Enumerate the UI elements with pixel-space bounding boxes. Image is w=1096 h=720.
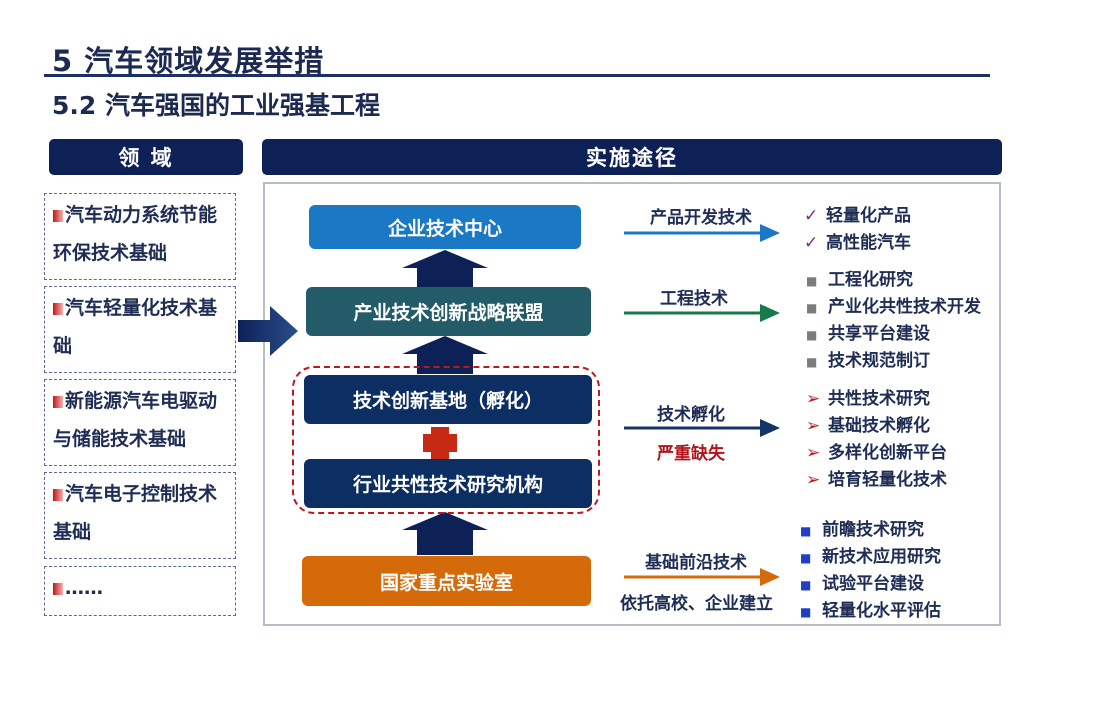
gray-square-icon: ■ xyxy=(806,328,818,342)
list-item: ➢基础技术孵化 xyxy=(806,413,947,440)
arrow-frontier xyxy=(624,568,780,586)
blue-square-icon: ■ xyxy=(800,605,812,619)
label-incubation-note: 严重缺失 xyxy=(657,444,725,464)
list-item: ■技术规范制订 xyxy=(806,348,981,375)
arrowhead-bullet-icon: ➢ xyxy=(806,470,821,490)
node-innovation-base: 技术创新基地（孵化） xyxy=(304,375,592,424)
field-item-powertrain: 汽车动力系统节能环保技术基础 xyxy=(44,193,236,280)
field-header: 领 域 xyxy=(49,139,243,175)
field-item-electronic-control: 汽车电子控制技术基础 xyxy=(44,472,236,559)
list-item: ➢培育轻量化技术 xyxy=(806,467,947,494)
arrow-product-dev xyxy=(624,224,780,242)
page-subtitle: 5.2 汽车强国的工业强基工程 xyxy=(52,91,380,120)
outcome-list-incubation: ➢共性技术研究 ➢基础技术孵化 ➢多样化创新平台 ➢培育轻量化技术 xyxy=(806,386,947,494)
red-bullet-icon xyxy=(53,396,63,408)
check-icon: ✓ xyxy=(804,233,819,253)
list-item: ■产业化共性技术开发 xyxy=(806,294,981,321)
outcome-list-product: ✓轻量化产品 ✓高性能汽车 xyxy=(804,203,911,257)
arrowhead-bullet-icon: ➢ xyxy=(806,389,821,409)
incubation-group-outline xyxy=(292,366,600,514)
list-item: ✓轻量化产品 xyxy=(804,203,911,230)
field-item-more: …… xyxy=(44,566,236,616)
gray-square-icon: ■ xyxy=(806,274,818,288)
fields-to-path-arrow xyxy=(238,306,298,356)
node-enterprise-center: 企业技术中心 xyxy=(309,205,581,249)
arrowhead-bullet-icon: ➢ xyxy=(806,443,821,463)
arrowhead-bullet-icon: ➢ xyxy=(806,416,821,436)
red-bullet-icon xyxy=(53,489,63,501)
title-divider xyxy=(44,74,990,77)
label-engineering: 工程技术 xyxy=(660,289,728,309)
label-product-dev: 产品开发技术 xyxy=(650,208,752,228)
red-bullet-icon xyxy=(53,210,63,222)
list-item: ■工程化研究 xyxy=(806,267,981,294)
up-arrow-base xyxy=(402,336,488,374)
label-frontier-note: 依托高校、企业建立 xyxy=(620,594,773,614)
arrow-engineering xyxy=(624,304,780,322)
list-item: ✓高性能汽车 xyxy=(804,230,911,257)
outcome-list-engineering: ■工程化研究 ■产业化共性技术开发 ■共享平台建设 ■技术规范制订 xyxy=(806,267,981,375)
gray-square-icon: ■ xyxy=(806,301,818,315)
blue-square-icon: ■ xyxy=(800,524,812,538)
field-item-new-energy: 新能源汽车电驱动与储能技术基础 xyxy=(44,379,236,466)
label-incubation: 技术孵化 xyxy=(657,405,725,425)
list-item: ➢共性技术研究 xyxy=(806,386,947,413)
list-item: ■轻量化水平评估 xyxy=(800,598,941,625)
node-national-lab: 国家重点实验室 xyxy=(302,556,591,606)
red-bullet-icon xyxy=(53,303,63,315)
path-header: 实施途径 xyxy=(262,139,1002,175)
red-bullet-icon xyxy=(53,583,63,595)
blue-square-icon: ■ xyxy=(800,551,812,565)
arrow-incubation xyxy=(624,419,780,437)
up-arrow-lab xyxy=(402,512,488,555)
list-item: ■新技术应用研究 xyxy=(800,544,941,571)
outcome-list-frontier: ■前瞻技术研究 ■新技术应用研究 ■试验平台建设 ■轻量化水平评估 xyxy=(800,517,941,625)
path-frame xyxy=(263,182,1001,626)
node-industry-alliance: 产业技术创新战略联盟 xyxy=(306,287,591,336)
list-item: ■试验平台建设 xyxy=(800,571,941,598)
gray-square-icon: ■ xyxy=(806,355,818,369)
node-common-tech-institute: 行业共性技术研究机构 xyxy=(304,459,592,508)
field-item-lightweight: 汽车轻量化技术基础 xyxy=(44,286,236,373)
label-frontier: 基础前沿技术 xyxy=(645,553,747,573)
list-item: ➢多样化创新平台 xyxy=(806,440,947,467)
list-item: ■共享平台建设 xyxy=(806,321,981,348)
up-arrow-alliance xyxy=(402,250,488,288)
list-item: ■前瞻技术研究 xyxy=(800,517,941,544)
check-icon: ✓ xyxy=(804,206,819,226)
blue-square-icon: ■ xyxy=(800,578,812,592)
page-title: 5 汽车领域发展举措 xyxy=(52,44,325,78)
red-cross-icon xyxy=(423,427,457,459)
